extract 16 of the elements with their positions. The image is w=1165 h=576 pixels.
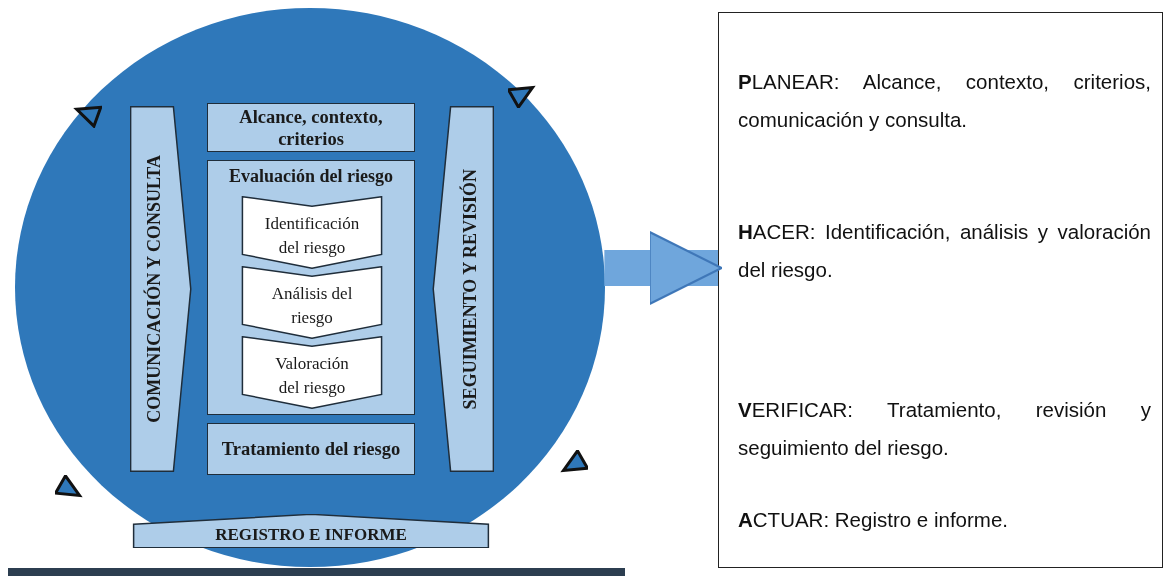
description-text: VERIFICAR: Tratamiento, revisión y seguimiento del riesgo.: [738, 397, 1151, 461]
process-box: [207, 160, 415, 415]
chevron-step: Análisis del riesgo: [241, 266, 383, 339]
description-text: ACTUAR: Registro e informe.: [738, 507, 1009, 533]
description-text: PLANEAR: Alcance, contexto, criterios, comunicación y consulta.: [738, 69, 1151, 133]
vertical-arrow-band: SEGUIMIENTO Y REVISIÓN: [432, 103, 494, 475]
chevron-step: Identificación del riesgo: [241, 196, 383, 269]
process-box: Alcance, contexto, criterios: [207, 103, 415, 152]
text-panel: [718, 12, 1163, 568]
block-arrow: [604, 230, 723, 306]
box-heading: Evaluación del riesgo: [228, 166, 394, 187]
vertical-arrow-band: COMUNICACIÓN Y CONSULTA: [130, 103, 192, 475]
description-text: HACER: Identificación, análisis y valoración del riesgo.: [738, 219, 1151, 283]
chevron-step: Valoración del riesgo: [241, 336, 383, 409]
horizontal-band: REGISTRO E INFORME: [130, 514, 492, 548]
process-box: Tratamiento del riesgo: [207, 423, 415, 475]
